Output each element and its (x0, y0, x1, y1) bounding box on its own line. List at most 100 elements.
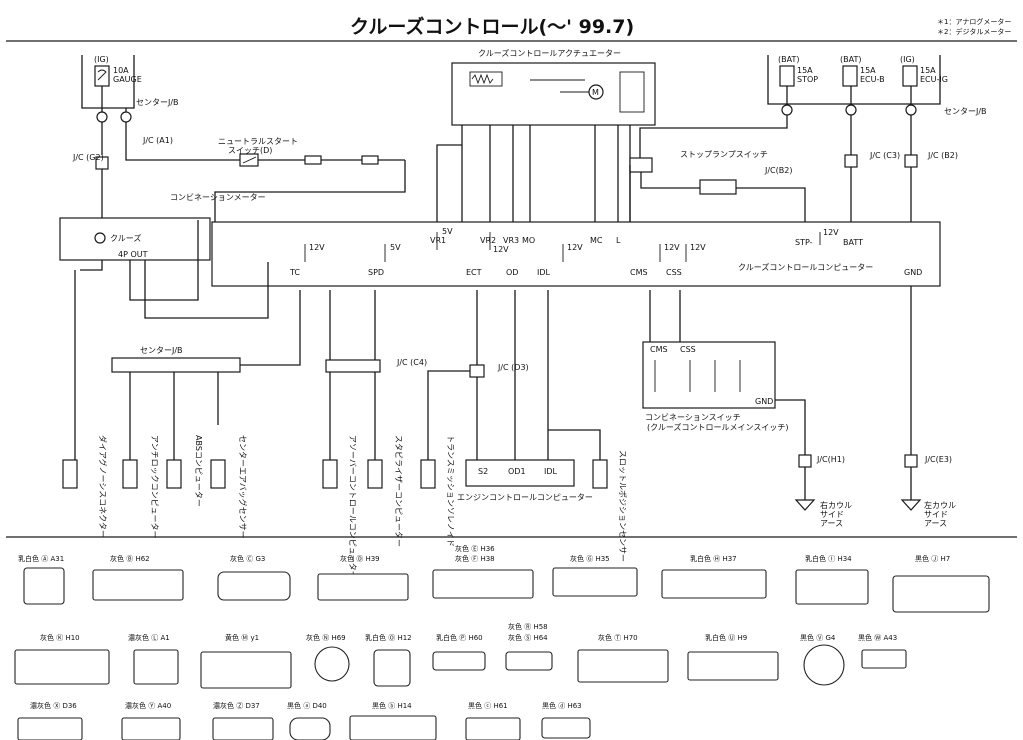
conn-label-h69: 灰色 Ⓝ H69 (306, 633, 346, 642)
conn-label-d36: 濃灰色 Ⓧ D36 (30, 701, 77, 710)
connector-row-2: 灰色 Ⓚ H10 濃灰色 Ⓛ A1 黄色 Ⓜ y1 灰色 Ⓝ H69 乳白色 Ⓞ… (14, 622, 907, 689)
ecub-fuse-rating: 15A (860, 66, 876, 75)
conn-label-h63: 黒色 ⓓ H63 (542, 701, 582, 710)
connector-h60 (432, 651, 486, 671)
conn-label-a31: 乳白色 Ⓐ A31 (18, 554, 64, 563)
wire-to-stp (736, 187, 806, 222)
conn-label-g4: 黒色 Ⓥ G4 (800, 633, 836, 642)
connector-row-3: 濃灰色 Ⓧ D36 濃灰色 Ⓨ A40 濃灰色 Ⓩ D37 黒色 ⓐ D40 黒… (17, 701, 591, 740)
cruise-indicator-label: クルーズ (110, 233, 141, 243)
ground-right-1: 右カウル (820, 500, 852, 510)
stoplamp-switch[interactable] (629, 157, 653, 173)
stoplamp-switch-label: ストップランプスイッチ (680, 150, 768, 159)
sub-label-diag: ダイアグノーシスコネクター (98, 435, 108, 538)
gauge-fuse-name: GAUGE (113, 75, 142, 84)
wire-to-ecu-d (214, 160, 406, 222)
resistor-symbol-icon (471, 73, 494, 85)
ecu-pin-l: L (616, 236, 621, 245)
ecu-pin-css: CSS (666, 268, 682, 277)
conn-label-d37: 濃灰色 Ⓩ D37 (213, 701, 260, 710)
conn-label-h39: 灰色 Ⓓ H39 (340, 554, 380, 563)
ground-right-3: アース (820, 519, 843, 528)
ground-right-2: サイド (820, 510, 844, 519)
gauge-fuse-rating: 10A (113, 66, 129, 75)
connector-h62 (92, 569, 184, 601)
conn-label-y1: 黄色 Ⓜ y1 (225, 633, 259, 642)
v12-label-f: 12V (690, 243, 706, 252)
page-title: クルーズコントロール(〜' 99.7) (350, 15, 634, 38)
neutral-switch-label-1: ニュートラルスタート (218, 137, 298, 146)
main-switch-label-1: コンビネーションスイッチ (645, 413, 741, 422)
wire-jb-to-tc (240, 290, 301, 366)
ecu-pin-vr3: VR3 (503, 236, 519, 245)
jc-e3-label: J/C(E3) (924, 455, 952, 464)
jc-d3-label: J/C (D3) (497, 363, 529, 372)
ecu-pin-batt: BATT (843, 238, 863, 247)
connector-h7 (892, 575, 990, 613)
bat2-label: (BAT) (840, 55, 861, 64)
sub-label-stabilizer: スタビライザーコンピューター (394, 435, 403, 547)
connector-h12 (373, 649, 411, 687)
v12-label-d: 12V (567, 243, 583, 252)
engine-control-ecu (465, 459, 575, 487)
abs-ecu-box (166, 459, 182, 489)
connector-h14 (349, 715, 437, 740)
conn-label-a43: 黒色 Ⓦ A43 (858, 633, 897, 642)
switch-css: CSS (680, 345, 696, 354)
diag-connector-box (62, 459, 78, 489)
actuator-clutch (619, 71, 645, 113)
connector-row-1: 乳白色 Ⓐ A31 灰色 Ⓑ H62 灰色 Ⓒ G3 灰色 Ⓓ H39 灰色 Ⓔ… (18, 544, 990, 613)
conn-label-h58: 灰色 Ⓡ H58 (508, 622, 548, 631)
jc-c4-junction (325, 359, 381, 373)
ecu-pin-cms: CMS (630, 268, 648, 277)
jc-g2-label: J/C (G2) (72, 153, 104, 162)
conn-label-h35: 灰色 Ⓖ H35 (570, 554, 610, 563)
wire-meter-12 (80, 260, 103, 271)
jc-h1-junction (798, 454, 812, 468)
ecu-pin-ect: ECT (466, 268, 482, 277)
connector-d37 (212, 717, 274, 740)
neutral-switch-label-2: スイッチ(D) (228, 146, 272, 155)
sub-label-airbag: センターエアバッグセンサー (238, 435, 248, 539)
combination-meter-box (59, 217, 211, 261)
ground-left-1: 左カウル (924, 500, 956, 510)
ground-left-3: アース (924, 519, 947, 528)
cruise-indicator-icon (94, 232, 106, 244)
ecu-pin-od: OD (506, 268, 518, 277)
cruise-actuator-box (451, 62, 656, 126)
center-jb-lower-box (111, 357, 241, 373)
sub-label-throttle: スロットルポジションセンサー (618, 450, 627, 562)
conn-label-h12: 乳白色 Ⓞ H12 (365, 633, 412, 642)
cruise-main-switch[interactable] (642, 341, 776, 409)
ecuig-fuse-name: ECU-IG (920, 75, 948, 84)
conn-label-h9: 乳白色 Ⓤ H9 (705, 633, 747, 642)
bat1-label: (BAT) (778, 55, 799, 64)
v5-label: 5V (442, 227, 453, 236)
ecuig-fuse (902, 65, 918, 87)
v12-label-e: 12V (664, 243, 680, 252)
absorber-ecu-box (322, 459, 338, 489)
fuse-symbol-icon (97, 69, 107, 81)
ground-left-2: サイド (924, 510, 948, 519)
combo-meter-label: コンビネーションメーター (170, 193, 266, 202)
jc-c3-junction (844, 154, 858, 168)
connector-a40 (121, 717, 181, 740)
ig-right-label: (IG) (900, 55, 915, 64)
jc-e3-junction (904, 454, 918, 468)
ig-left-label: (IG) (94, 55, 109, 64)
center-jb-mid-box (699, 179, 737, 195)
connector-g3 (217, 571, 291, 601)
antilock-ecu-box (122, 459, 138, 489)
connector-a91 (304, 155, 322, 165)
actuator-potentiometer (469, 71, 503, 87)
ecub-fuse-name: ECU-B (860, 75, 885, 84)
stabilizer-ecu-box (367, 459, 383, 489)
connector-h64 (505, 651, 553, 671)
cruise-ecu-label: クルーズコントロールコンピューター (738, 262, 873, 272)
conn-label-h62: 灰色 Ⓑ H62 (110, 554, 150, 563)
sub-label-solenoid: トランスミッションソレノイド (446, 435, 455, 547)
conn-label-a1: 濃灰色 Ⓛ A1 (128, 633, 170, 642)
wire-meter-16 (129, 220, 199, 301)
connector-h63 (541, 717, 591, 739)
